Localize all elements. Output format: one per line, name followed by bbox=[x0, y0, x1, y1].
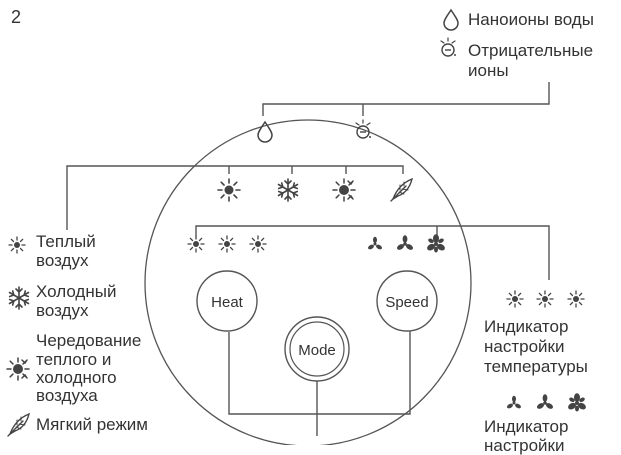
page-number: 2 bbox=[11, 7, 22, 27]
fan-speed-3-icon bbox=[425, 234, 447, 253]
temp-indicator-1-icon bbox=[187, 235, 205, 253]
heat-button[interactable]: Heat bbox=[196, 270, 258, 332]
device-diagram: Heat Speed Mode bbox=[6, 9, 588, 445]
legend-temp-3: температуры bbox=[484, 357, 588, 376]
legend-warm-1: Теплый bbox=[36, 232, 96, 251]
device-panel-circle bbox=[144, 119, 472, 445]
legend-alt-3: холодного bbox=[36, 368, 117, 387]
legend-alt-4: воздуха bbox=[36, 386, 98, 405]
legend-temp-1: Индикатор bbox=[484, 317, 569, 336]
legend-soft: Мягкий режим bbox=[36, 415, 148, 434]
heat-button-label: Heat bbox=[211, 294, 244, 311]
legend-temp-2: настройки bbox=[484, 337, 565, 356]
legend-sun-icon bbox=[8, 236, 26, 254]
legend-temp-2-icon bbox=[536, 290, 554, 308]
fan-speed-1-icon bbox=[367, 236, 383, 251]
legend-temp-3-icon bbox=[567, 290, 585, 308]
legend-alt-2: теплого и bbox=[36, 350, 112, 369]
legend-cold-1: Холодный bbox=[36, 282, 117, 301]
legend-speed-2: настройки bbox=[484, 436, 565, 455]
feather-icon bbox=[390, 178, 413, 202]
legend-fan-3-icon bbox=[566, 393, 588, 412]
legend-feather-icon bbox=[7, 413, 30, 437]
connector-lines bbox=[66, 82, 550, 436]
legend-cold-2: воздух bbox=[36, 301, 89, 320]
mode-button-label: Mode bbox=[298, 342, 336, 359]
speed-button[interactable]: Speed bbox=[376, 270, 438, 332]
legend-alt-1: Чередование bbox=[36, 331, 142, 350]
negative-ion-icon bbox=[355, 119, 372, 139]
legend-temp-1-icon bbox=[506, 290, 524, 308]
legend-negative-ions-1: Отрицательные bbox=[468, 41, 594, 60]
legend-warm-2: воздух bbox=[36, 251, 89, 270]
temp-indicator-3-icon bbox=[249, 235, 267, 253]
fan-speed-2-icon bbox=[396, 235, 414, 251]
speed-button-label: Speed bbox=[385, 294, 428, 311]
half-sun-icon bbox=[332, 178, 356, 202]
snowflake-icon bbox=[277, 178, 299, 202]
legend-speed-1: Индикатор bbox=[484, 417, 569, 436]
sun-icon bbox=[217, 178, 241, 202]
legend-fan-1-icon bbox=[506, 395, 522, 410]
legend-water-drop-icon bbox=[443, 9, 459, 31]
legend-negative-ions-2: ионы bbox=[468, 61, 509, 80]
legend-half-sun-icon bbox=[6, 357, 30, 381]
legend-fan-2-icon bbox=[536, 394, 554, 410]
legend-snowflake-icon bbox=[8, 286, 30, 310]
mode-button[interactable]: Mode bbox=[284, 316, 350, 382]
legend-nano-ions: Наноионы воды bbox=[468, 10, 594, 29]
temp-indicator-2-icon bbox=[218, 235, 236, 253]
legend-negative-ion-icon bbox=[440, 37, 457, 57]
